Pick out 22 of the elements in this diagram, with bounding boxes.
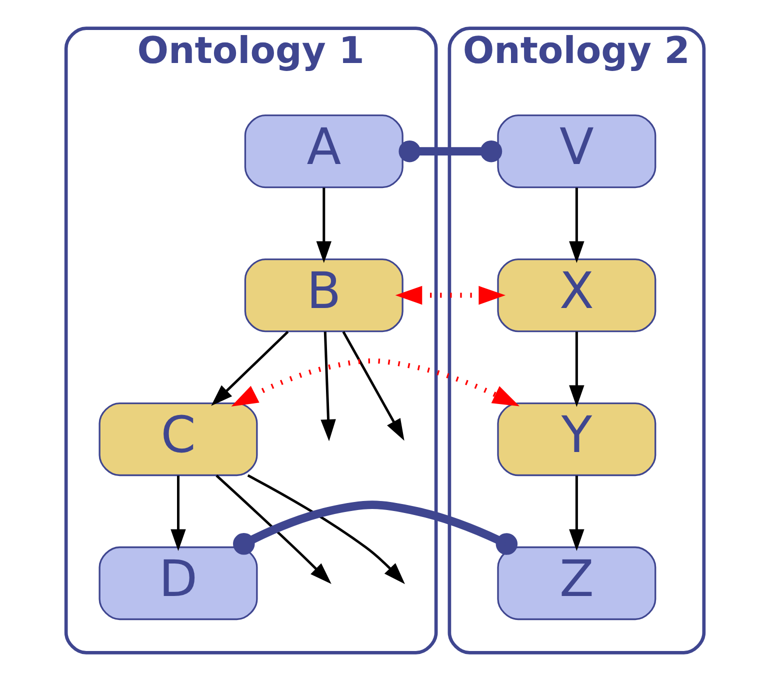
node-box: D bbox=[98, 546, 258, 620]
connector bbox=[398, 140, 502, 162]
arrow bbox=[231, 358, 520, 406]
node-box: C bbox=[98, 402, 258, 476]
arrow bbox=[569, 476, 584, 551]
arrow bbox=[569, 332, 584, 408]
node-box: V bbox=[497, 114, 656, 188]
arrow bbox=[395, 286, 506, 305]
node-box: Y bbox=[497, 402, 656, 476]
arrow bbox=[316, 188, 332, 264]
arrow bbox=[211, 330, 289, 406]
node-box: Z bbox=[497, 546, 656, 620]
connector bbox=[233, 500, 518, 555]
arrow bbox=[342, 331, 404, 441]
arrow bbox=[569, 188, 584, 264]
arrow bbox=[247, 474, 405, 584]
node-box: B bbox=[244, 258, 404, 332]
arrow bbox=[216, 474, 332, 584]
node-box: A bbox=[244, 114, 404, 188]
node-box: X bbox=[497, 258, 656, 332]
arrow bbox=[320, 332, 336, 442]
arrow bbox=[170, 476, 186, 551]
